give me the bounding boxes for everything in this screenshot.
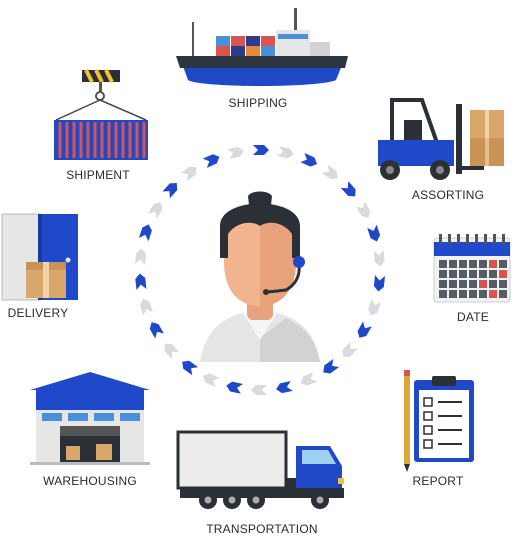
calendar-cell — [479, 260, 487, 268]
calendar-cell — [499, 280, 507, 288]
calendar-ring — [457, 234, 460, 244]
label-assorting: ASSORTING — [411, 188, 485, 202]
ring-arrow — [134, 248, 147, 265]
ring-arrow — [227, 146, 244, 159]
calendar-cell — [449, 270, 457, 278]
ring-arrow — [342, 341, 358, 357]
calendar-cell — [459, 280, 467, 288]
ring-arrow — [139, 298, 153, 316]
ring-arrow — [368, 298, 382, 316]
ring-arrow — [323, 358, 340, 374]
ring-arrow — [164, 343, 180, 359]
calendar-cell — [439, 280, 447, 288]
ring-arrow — [276, 381, 293, 394]
calendar-ring — [502, 234, 505, 244]
ring-arrow — [340, 181, 356, 197]
label-date: DATE — [457, 310, 489, 324]
calendar-cell — [459, 290, 467, 298]
ring-arrow — [138, 224, 152, 242]
ring-arrow — [180, 166, 197, 182]
operator-avatar-icon — [200, 191, 320, 362]
calendar-cell — [479, 280, 487, 288]
calendar-cell — [469, 260, 477, 268]
calendar-cell — [499, 260, 507, 268]
ring-arrow — [251, 385, 267, 395]
ring-arrow — [253, 145, 269, 155]
ring-arrow — [357, 321, 372, 338]
calendar-ring — [484, 234, 487, 244]
label-transportation: TRANSPORTATION — [206, 522, 318, 536]
ring-arrow — [202, 154, 220, 168]
ring-arrow — [182, 360, 199, 376]
forklift-icon — [378, 98, 504, 180]
calendar-ring — [448, 234, 451, 244]
ring-arrow — [226, 381, 243, 394]
calendar-cell — [449, 280, 457, 288]
calendar-cell — [439, 270, 447, 278]
ring-arrow — [149, 322, 164, 339]
ring-arrow — [300, 372, 318, 386]
calendar-cell — [449, 260, 457, 268]
calendar-ring — [466, 234, 469, 244]
ring-arrow — [277, 146, 294, 159]
calendar-cell — [439, 260, 447, 268]
label-warehousing: WAREHOUSING — [43, 474, 137, 488]
ring-arrow — [373, 250, 385, 267]
calendar-cell — [489, 270, 497, 278]
warehouse-icon — [30, 372, 150, 465]
door-box-icon — [1, 213, 78, 301]
container-crane-icon — [54, 69, 148, 160]
ring-arrow — [148, 202, 163, 219]
calendar-cell — [449, 290, 457, 298]
label-shipment: SHIPMENT — [66, 168, 130, 182]
label-report: REPORT — [412, 474, 464, 488]
label-delivery: DELIVERY — [7, 306, 69, 320]
calendar-cell — [499, 290, 507, 298]
calendar-cell — [479, 290, 487, 298]
ring-arrow — [162, 183, 178, 199]
calendar-cell — [469, 270, 477, 278]
calendar-icon — [433, 234, 511, 303]
calendar-ring — [439, 234, 442, 244]
label-shipping: SHIPPING — [228, 96, 288, 110]
ring-arrow — [135, 273, 147, 290]
ring-arrow — [300, 152, 318, 167]
calendar-cell — [489, 290, 497, 298]
calendar-cell — [499, 270, 507, 278]
ring-arrow — [367, 224, 381, 242]
calendar-cell — [479, 270, 487, 278]
ring-arrow — [373, 275, 386, 292]
truck-icon — [176, 430, 344, 509]
calendar-cell — [469, 290, 477, 298]
calendar-cell — [459, 260, 467, 268]
arrow-ring — [134, 145, 386, 395]
clipboard-icon — [404, 370, 474, 472]
ship-icon — [176, 8, 348, 86]
ring-arrow — [356, 201, 371, 218]
calendar-cell — [469, 280, 477, 288]
calendar-cell — [489, 280, 497, 288]
calendar-ring — [493, 234, 496, 244]
calendar-cell — [439, 290, 447, 298]
ring-arrow — [202, 373, 220, 388]
calendar-ring — [475, 234, 478, 244]
calendar-cell — [489, 260, 497, 268]
ring-arrow — [321, 164, 338, 180]
calendar-cell — [459, 270, 467, 278]
